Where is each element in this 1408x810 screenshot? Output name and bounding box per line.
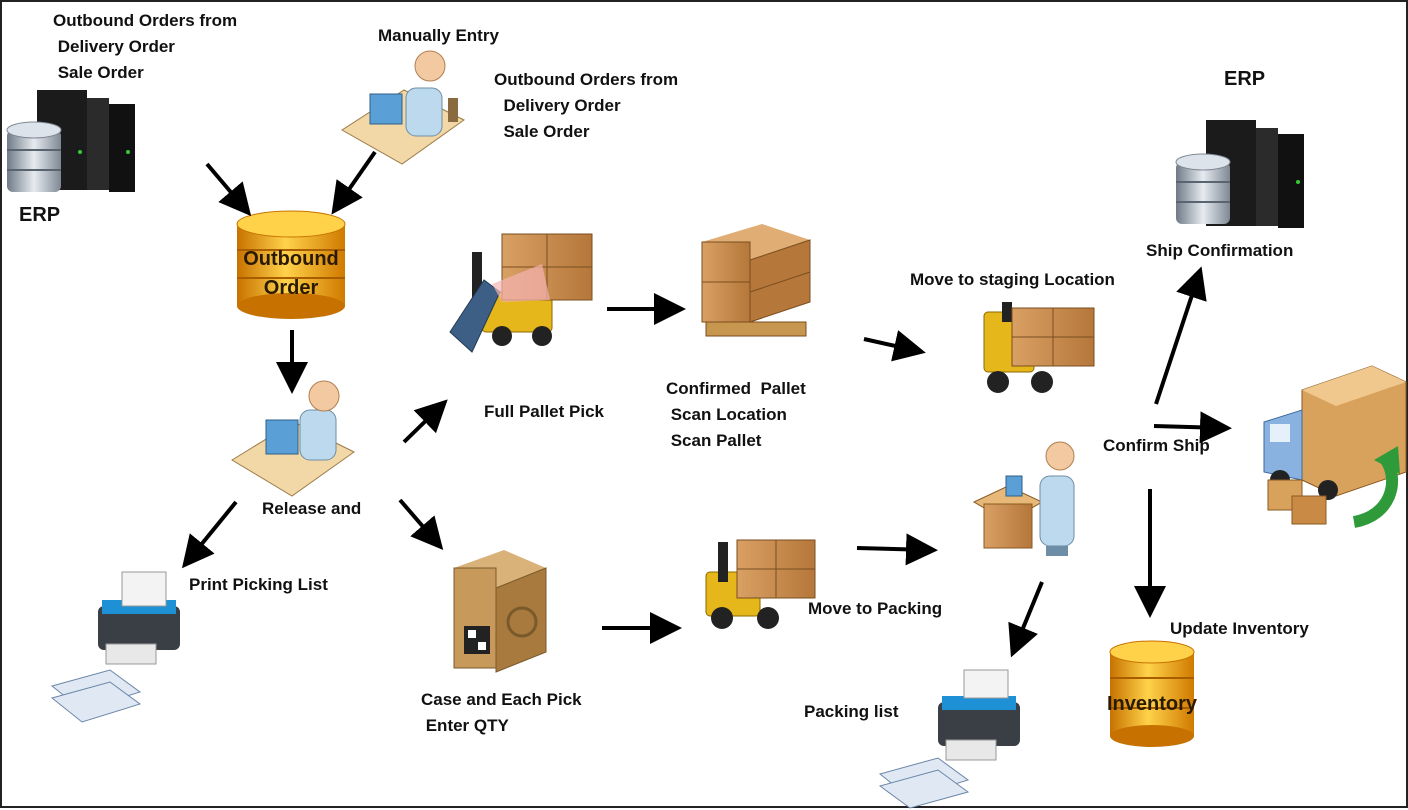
inventory-database-icon [1109, 640, 1195, 747]
arrow-pallet-to-staging [863, 330, 926, 362]
arrow-erp-to-outbound [205, 162, 252, 217]
move-to-staging-label: Move to staging Location [910, 270, 1115, 289]
release-label: Release and [262, 499, 362, 518]
outbound-order-label: Outbound Order [243, 248, 339, 299]
inventory-label: Inventory [1106, 693, 1198, 715]
rf-scanner-forklift-icon [449, 233, 593, 353]
truck-icon [1263, 365, 1407, 528]
manual-entry-label: Manually Entry [378, 26, 499, 45]
confirm-ship-label: Confirm Ship [1103, 436, 1210, 455]
arrow-confirm-to-truck [1153, 411, 1232, 444]
erp-left-label: ERP [19, 204, 61, 226]
erp-server-right-icon [1175, 120, 1304, 228]
case-each-pick-label: Case and Each Pick Enter QTY [421, 690, 582, 735]
outbound-order-database-icon [236, 210, 346, 319]
erp-server-icon [6, 90, 135, 192]
release-workstation-icon [231, 380, 355, 497]
packing-worker-icon [972, 441, 1075, 556]
arrow-confirm-to-erp [1154, 266, 1207, 405]
flow-arrows [181, 150, 1232, 658]
packing-list-label: Packing list [804, 702, 899, 721]
update-inventory-label: Update Inventory [1170, 619, 1309, 638]
printer-right-icon [878, 669, 1020, 809]
forklift-staging-icon [983, 302, 1095, 393]
arrow-packing-to-printer [1008, 581, 1044, 658]
full-pallet-pick-label: Full Pallet Pick [484, 402, 604, 421]
arrow-release-to-print [181, 500, 238, 569]
printer-icon [50, 571, 180, 723]
manual-entry-workstation-icon [341, 50, 465, 165]
print-picking-list-label: Print Picking List [189, 575, 328, 594]
confirmed-pallet-label: Confirmed Pallet Scan Location Scan Pall… [666, 379, 806, 450]
manual-outbound-orders-label: Outbound Orders from Delivery Order Sale… [494, 70, 679, 141]
arrow-release-to-case-pick [398, 498, 444, 551]
arrow-release-to-full-pallet [402, 399, 448, 444]
erp-outbound-orders-label: Outbound Orders from Delivery Order Sale… [53, 11, 238, 82]
qr-case-box-icon [453, 550, 547, 673]
erp-right-label: ERP [1224, 68, 1266, 90]
move-to-packing-label: Move to Packing [808, 599, 943, 618]
arrow-manual-to-outbound [331, 150, 377, 215]
forklift-icon [705, 539, 816, 629]
ship-confirmation-label: Ship Confirmation [1146, 241, 1294, 260]
pallet-boxes-icon [701, 224, 811, 337]
arrow-forklift-to-packing [856, 533, 938, 566]
